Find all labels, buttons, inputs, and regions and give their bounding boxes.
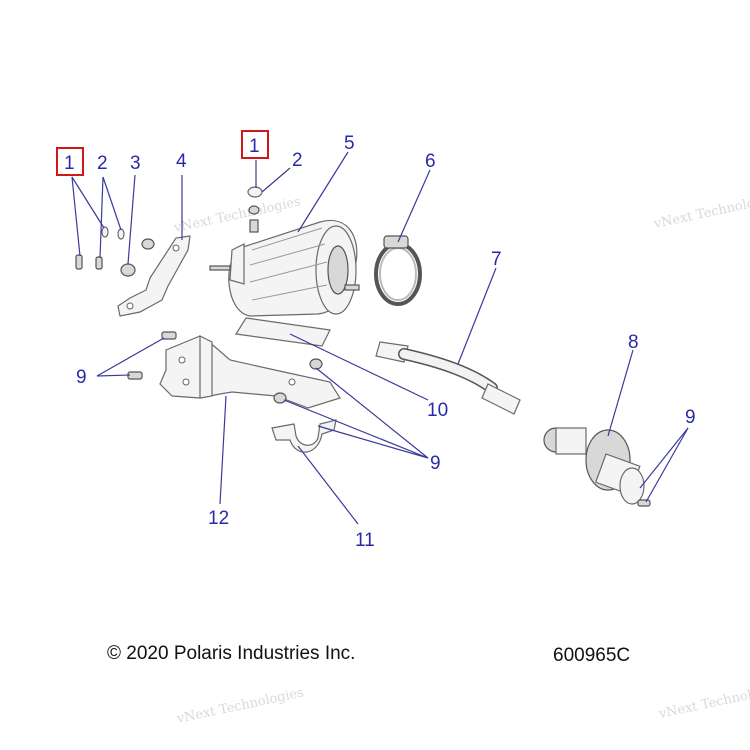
left-hardware: [75, 226, 155, 277]
hose-clamp-part-6: [374, 235, 422, 306]
washer-part: [247, 186, 263, 198]
highlight-box-left: [56, 147, 84, 176]
callout-7: 7: [491, 249, 502, 270]
callout-2-left: 2: [97, 153, 108, 174]
bolt-part: [75, 254, 83, 270]
main-bracket-part-12: [127, 331, 341, 409]
bolt-part: [637, 499, 651, 507]
callout-labels: 1 2 3 4 1 2 5 6 7 8 9 10 9 9 12 11: [56, 130, 696, 551]
top-hardware: [247, 186, 263, 233]
bolt-part: [161, 331, 177, 340]
callout-8: 8: [628, 332, 639, 353]
nut-part: [141, 238, 155, 250]
callout-4: 4: [176, 151, 187, 172]
callout-9-right: 9: [685, 407, 696, 428]
strap-part-11: [271, 419, 337, 453]
callout-5: 5: [344, 133, 355, 154]
starter-drive-part-8: [543, 427, 651, 507]
callout-9-center: 9: [430, 453, 441, 474]
callout-6: 6: [425, 151, 436, 172]
nut-part: [248, 205, 260, 215]
watermark-bottom-right: vNext Technologies: [657, 680, 750, 722]
watermark-top-right: vNext Technologies: [652, 190, 750, 232]
bracket-part-4: [117, 235, 191, 317]
stud-part: [249, 219, 259, 233]
bolt-part: [273, 392, 287, 404]
washer-part: [101, 226, 109, 238]
washer-part: [117, 228, 125, 240]
bolt-part: [309, 358, 323, 370]
callout-1-left: 1: [64, 153, 75, 174]
callout-12: 12: [208, 508, 229, 529]
callout-11: 11: [355, 530, 375, 551]
callout-1-top: 1: [249, 136, 260, 157]
copyright-text: © 2020 Polaris Industries Inc.: [107, 643, 355, 664]
callout-2-top: 2: [292, 150, 303, 171]
bolt-part: [95, 256, 103, 270]
callout-3: 3: [130, 153, 141, 174]
callout-10: 10: [427, 400, 448, 421]
cable-part-7: [375, 341, 521, 415]
bolt-part: [127, 371, 143, 380]
watermark-top-center: vNext Technologies: [172, 194, 302, 236]
pad-part-10: [235, 317, 331, 347]
watermark-bottom-center: vNext Technologies: [175, 685, 305, 727]
nut-part: [120, 263, 136, 277]
callout-9-left: 9: [76, 367, 87, 388]
highlight-box-top: [241, 130, 269, 159]
part-code: 600965C: [553, 645, 630, 666]
leader-lines: [71, 151, 689, 525]
starter-motor-part-5: [209, 219, 360, 317]
